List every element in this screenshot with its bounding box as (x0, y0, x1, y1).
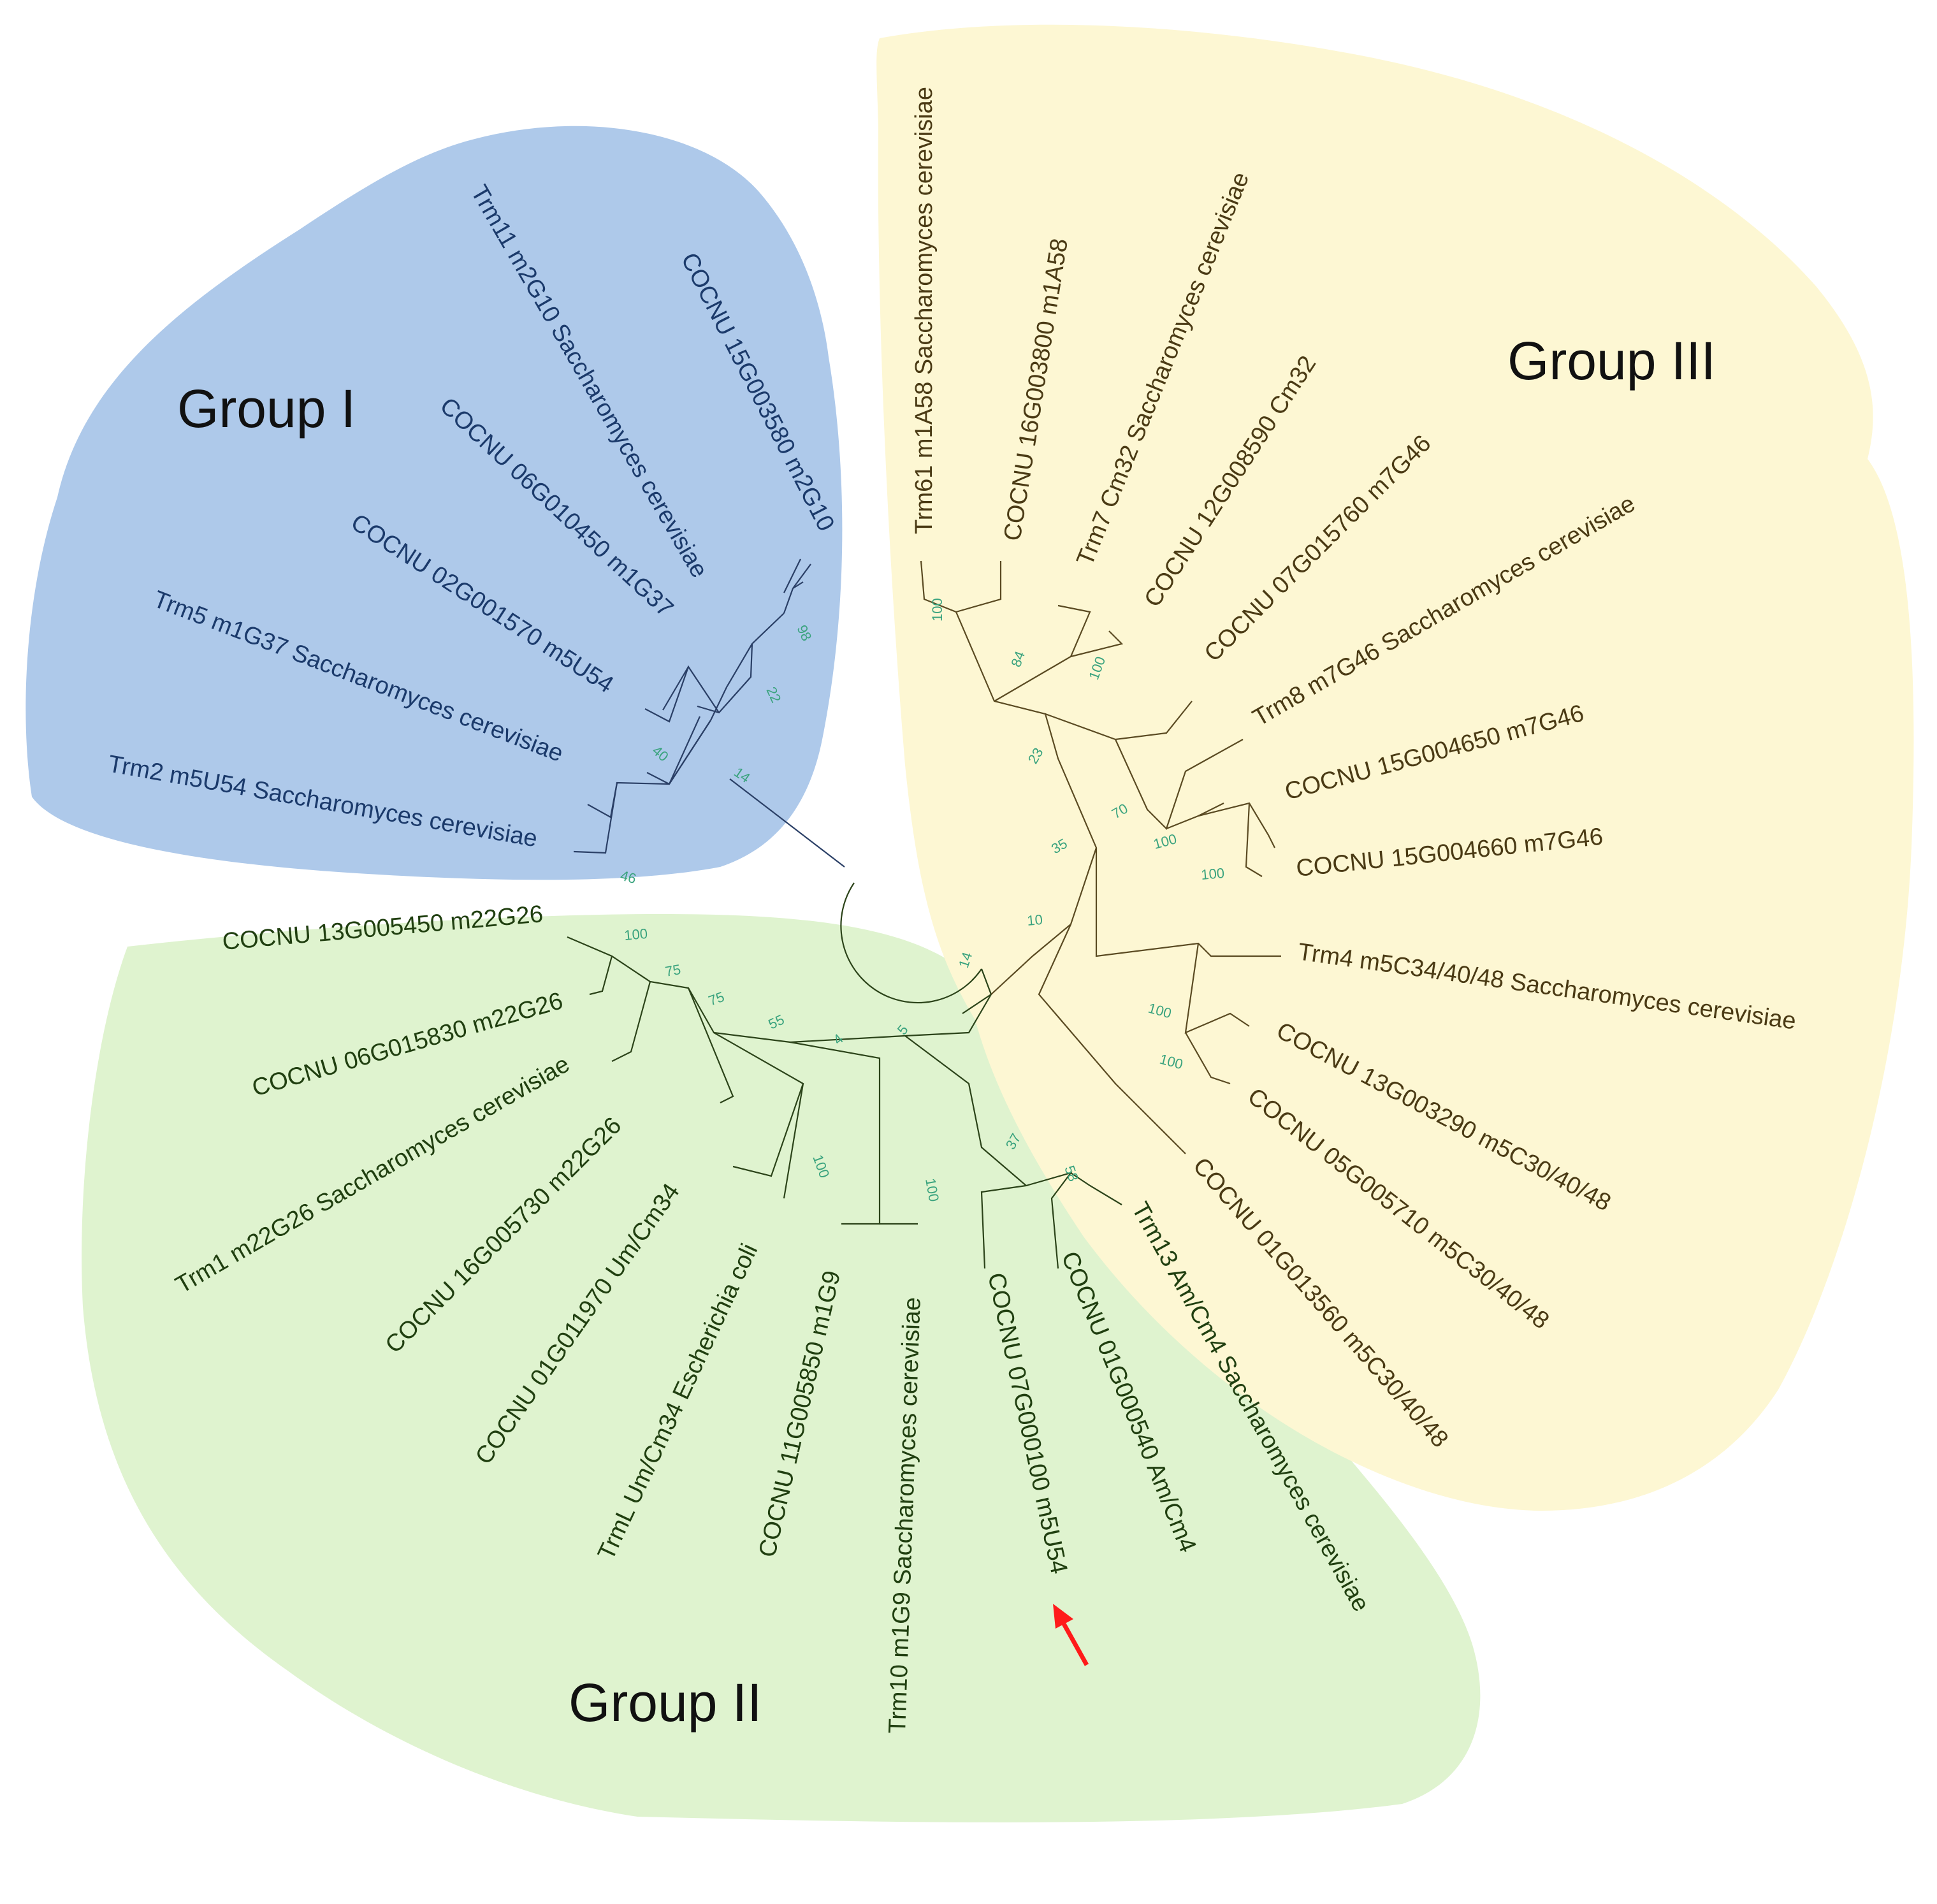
group-label-1: Group I (177, 379, 356, 439)
group-label-2: Group II (569, 1673, 762, 1733)
bootstrap-value: 10 (1026, 912, 1043, 929)
highlight-arrow-icon (1053, 1604, 1089, 1666)
bootstrap-value: 100 (623, 926, 648, 943)
group-3-region (876, 24, 1914, 1511)
group-2-region (82, 913, 1481, 1822)
group-3-branches (920, 560, 1281, 1154)
group-label-3: Group III (1507, 331, 1716, 391)
bootstrap-value: 100 (929, 598, 945, 621)
bootstrap-value: 46 (619, 868, 638, 887)
group-2-branches (567, 936, 1122, 1269)
bootstrap-value: 75 (664, 961, 682, 980)
leaf-label: Trm61 m1A58 Saccharomyces cerevisiae (911, 87, 938, 534)
group-1-branches (573, 558, 845, 868)
group-1-region (25, 126, 843, 880)
bootstrap-value: 100 (1200, 865, 1225, 883)
